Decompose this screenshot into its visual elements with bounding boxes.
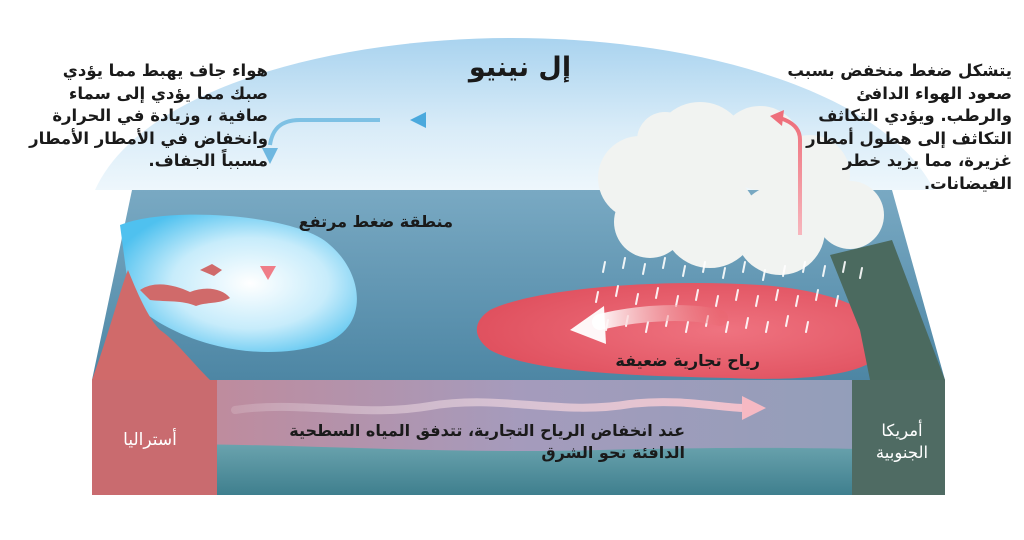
australia-label: أستراليا [123, 430, 177, 450]
trade-winds-arrowhead [570, 306, 606, 344]
trade-winds-label: رياح تجارية ضعيفة [615, 351, 760, 370]
rising-air-arrow [779, 116, 802, 235]
upper-air-arrowhead [410, 112, 426, 128]
south-america-land [830, 240, 945, 380]
high-pressure-label: منطقة ضغط مرتفع [298, 212, 453, 231]
south-america-front [852, 380, 945, 495]
islands-small [200, 264, 222, 276]
high-pressure-description: هواء جاف يهبط مما يؤدي صبك مما يؤدي إلى … [29, 61, 268, 170]
descending-air-arrowhead [260, 266, 276, 280]
australia-front [92, 380, 217, 495]
upper-air-arrow-left-head [262, 148, 278, 164]
surface-flow-label: عند انخفاض الرياح التجارية، تتدفق المياه… [289, 421, 685, 462]
upper-air-arrow-left [268, 118, 380, 146]
warm-water-pool [476, 282, 885, 379]
deep-water [92, 443, 945, 495]
rain-cloud [598, 102, 884, 275]
trade-winds-arrow [592, 305, 728, 330]
cold-water-patch [120, 214, 357, 353]
low-pressure-description: يتشكل ضغط منخفض بسبب صعود الهواء الدافئ … [787, 61, 1012, 193]
south-america-label: أمريكا الجنوبية [875, 421, 929, 462]
diagram-title: إل نينيو [468, 52, 572, 83]
rising-air-arrowhead [770, 110, 784, 126]
surface-flow-arrow [231, 398, 749, 415]
australia-land [92, 270, 210, 380]
surface-flow-arrowhead [742, 396, 766, 420]
islands [140, 284, 230, 306]
